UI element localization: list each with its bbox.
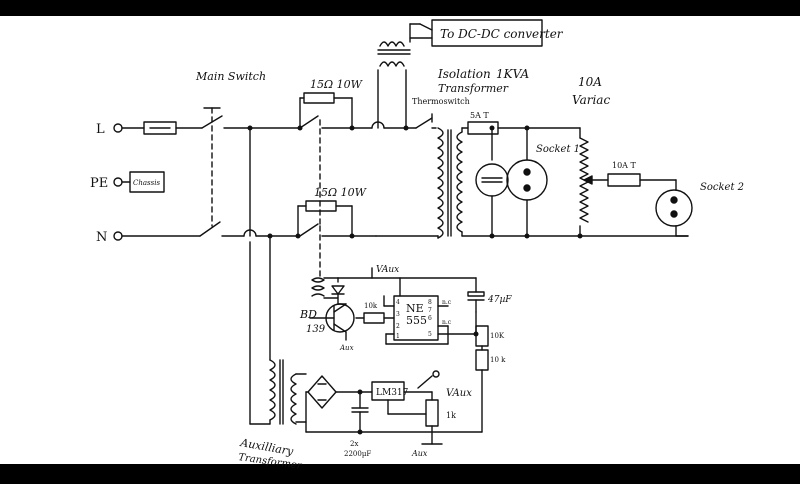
wires [113, 19, 693, 445]
socket1-right [506, 159, 548, 201]
label-pe: PE [90, 176, 108, 191]
relay-coil [311, 277, 325, 297]
label-bd-num: 139 [306, 324, 326, 335]
pin-8: 8 [428, 299, 432, 306]
label-ne555-a: NE [406, 302, 424, 315]
label-caps-b: 2200µF [344, 450, 371, 458]
label-transformer: Transformer [438, 82, 509, 95]
bridge-rectifier [307, 375, 337, 409]
label-socket1: Socket 1 [536, 144, 580, 155]
main-switch-n [199, 221, 221, 237]
label-fuse-5a: 5A T [470, 111, 489, 120]
pin-4: 4 [396, 299, 400, 306]
label-aux-gnd: Aux [411, 449, 428, 458]
label-variac-amp: 10A [578, 75, 602, 89]
pin-6: 6 [428, 315, 432, 322]
labels: To DC-DC converter Main Switch 15Ω 10W 1… [90, 27, 744, 472]
paper [0, 16, 800, 464]
pin-1: 1 [396, 333, 400, 340]
dcdc-box [431, 19, 543, 47]
pin-nc-2: n.c [442, 319, 452, 326]
label-aux-e: Aux [339, 344, 354, 352]
label-bd: BD [299, 308, 317, 321]
label-vaux-out: VAux [446, 388, 472, 399]
pin-5: 5 [428, 331, 432, 338]
label-fuse-10a: 10A T [612, 161, 637, 170]
label-ne555-b: 555 [406, 314, 427, 327]
label-chassis: Chassis [133, 179, 160, 187]
label-cap47: 47µF [487, 295, 512, 305]
label-kva: 1KVA [496, 67, 529, 81]
isolation-secondary [456, 131, 463, 233]
label-isolation: Isolation [437, 67, 491, 81]
label-socket2: Socket 2 [700, 182, 744, 193]
pin-3: 3 [396, 311, 400, 318]
label-r10k-b: 10 k [490, 356, 506, 364]
isolation-primary [437, 127, 444, 239]
label-vaux-top: VAux [376, 265, 399, 275]
pin-7: 7 [428, 307, 432, 314]
socket1-left [475, 163, 509, 197]
label-n: N [96, 230, 107, 245]
label-pot-1k: 1k [446, 411, 456, 420]
ne555-chip [393, 295, 439, 341]
label-r-bottom: 15Ω 10W [314, 186, 368, 199]
label-main-switch: Main Switch [195, 70, 266, 83]
label-variac: Variac [572, 93, 610, 107]
chassis-box [129, 171, 165, 193]
label-l: L [96, 122, 105, 137]
pin-2: 2 [396, 323, 400, 330]
label-r10k-base: 10k [364, 302, 378, 310]
aux-transformer-primary [269, 359, 276, 421]
label-r-top: 15Ω 10W [310, 78, 364, 91]
label-caps-a: 2x [350, 440, 358, 448]
label-lm317: LM317 [376, 388, 409, 398]
label-to-dcdc: To DC-DC converter [440, 27, 564, 41]
junctions [247, 125, 583, 435]
label-thermoswitch: Thermoswitch [412, 97, 470, 106]
socket2 [655, 189, 693, 227]
pin-nc-1: n.c [442, 299, 452, 306]
label-r10k-a: 10K [490, 332, 505, 340]
